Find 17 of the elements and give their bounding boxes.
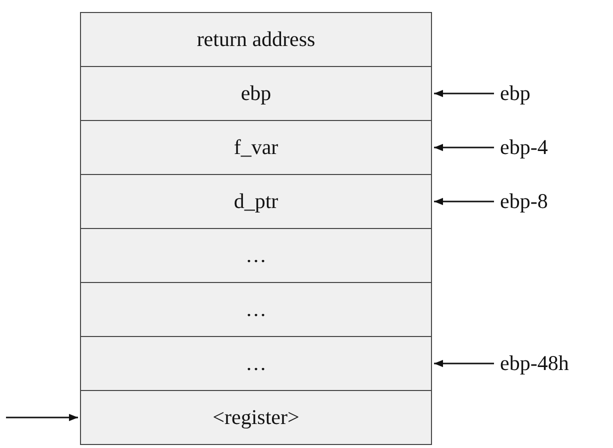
stack-cell: ebp <box>80 66 432 121</box>
offset-label: ebp <box>500 81 530 105</box>
arrow <box>434 90 494 98</box>
offset-label: ebp-4 <box>500 135 548 159</box>
arrow <box>434 144 494 152</box>
arrow <box>434 198 494 206</box>
stack-cell: … <box>80 282 432 337</box>
arrow <box>434 360 494 368</box>
stack-cell: … <box>80 336 432 391</box>
offset-label: ebp-48h <box>500 351 569 375</box>
stack-cell: <register> <box>80 390 432 445</box>
stack-cell: d_ptr <box>80 174 432 229</box>
stack-cell: … <box>80 228 432 283</box>
stack-cell: f_var <box>80 120 432 175</box>
arrow <box>6 414 78 422</box>
offset-label: ebp-8 <box>500 189 548 213</box>
stack-cell: return address <box>80 12 432 67</box>
